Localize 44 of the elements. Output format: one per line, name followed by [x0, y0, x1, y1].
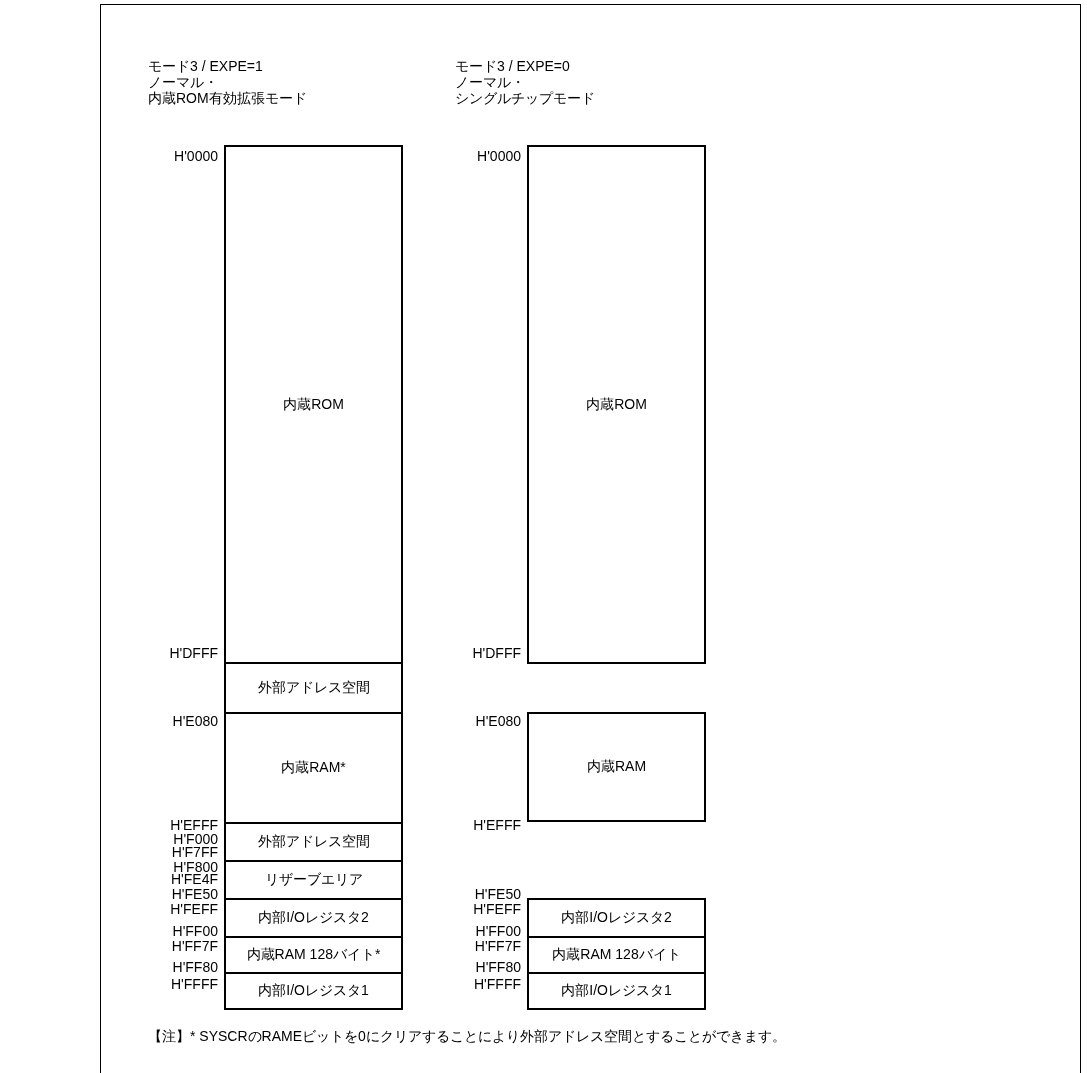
- address-label: H'E080: [172, 714, 218, 729]
- address-label: H'FFFF: [474, 977, 521, 992]
- address-label: H'FF80: [475, 960, 521, 975]
- address-label: H'FE4F: [171, 872, 218, 887]
- address-label: H'F000: [173, 832, 218, 847]
- address-label: H'EFFF: [170, 818, 218, 833]
- footnote: 【注】* SYSCRのRAMEビットを0にクリアすることにより外部アドレス空間とすることができます。: [148, 1029, 786, 1044]
- address-label: H'EFFF: [473, 818, 521, 833]
- header-text: モード3 / EXPE=1: [148, 59, 263, 74]
- address-label: H'FE50: [171, 887, 218, 902]
- address-label: H'0000: [477, 149, 521, 164]
- header-text: 内蔵ROM有効拡張モード: [148, 91, 307, 106]
- address-label: H'FF00: [475, 924, 521, 939]
- memory-region-box: 内蔵RAM 128バイト: [527, 936, 706, 974]
- address-label: H'FE50: [474, 887, 521, 902]
- memory-region-box: 内部I/Oレジスタ1: [527, 972, 706, 1010]
- memory-region-box: 外部アドレス空間: [224, 662, 403, 714]
- memory-region-box: 外部アドレス空間: [224, 822, 403, 862]
- address-label: H'0000: [174, 149, 218, 164]
- header-text: ノーマル・: [148, 75, 218, 90]
- memory-region-box: 内蔵ROM: [527, 145, 706, 664]
- memory-region-box: 内部I/Oレジスタ2: [527, 898, 706, 938]
- address-label: H'FF7F: [474, 939, 521, 954]
- header-text: ノーマル・: [455, 75, 525, 90]
- memory-region-box: 内蔵RAM: [527, 712, 706, 822]
- memory-region-box: リザーブエリア: [224, 860, 403, 900]
- address-label: H'DFFF: [472, 646, 521, 661]
- address-label: H'E080: [475, 714, 521, 729]
- address-label: H'FFFF: [171, 977, 218, 992]
- address-label: H'FF7F: [171, 939, 218, 954]
- header-text: シングルチップモード: [455, 91, 595, 106]
- memory-region-box: 内蔵RAM 128バイト*: [224, 936, 403, 974]
- memory-region-box: 内蔵ROM: [224, 145, 403, 664]
- address-label: H'DFFF: [169, 646, 218, 661]
- memory-region-box: 内蔵RAM*: [224, 712, 403, 824]
- address-label: H'FF00: [172, 924, 218, 939]
- address-label: H'FEFF: [473, 902, 521, 917]
- address-label: H'F800: [173, 860, 218, 875]
- address-label: H'F7FF: [171, 845, 218, 860]
- address-label: H'FF80: [172, 960, 218, 975]
- address-label: H'FEFF: [170, 902, 218, 917]
- memory-region-box: 内部I/Oレジスタ1: [224, 972, 403, 1010]
- memory-region-box: 内部I/Oレジスタ2: [224, 898, 403, 938]
- header-text: モード3 / EXPE=0: [455, 59, 570, 74]
